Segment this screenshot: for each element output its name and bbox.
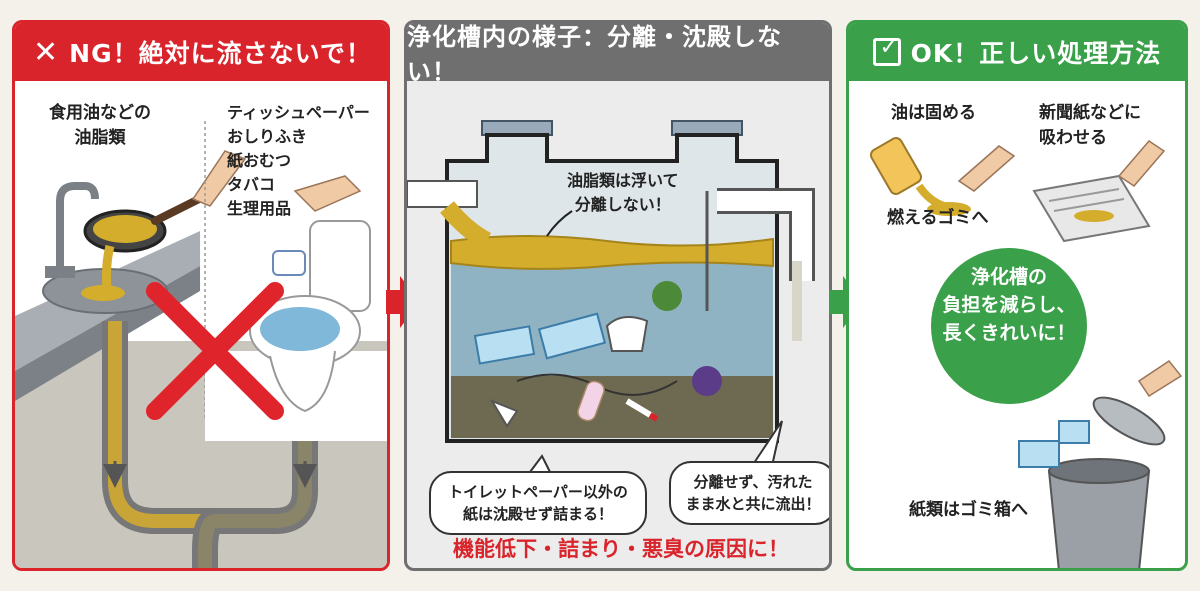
x-mark-icon: ✕	[33, 34, 60, 70]
septic-panel: 浄化槽内の様子：分離・沈殿しない！	[404, 20, 832, 571]
callout-oil-float: 油脂類は浮いて 分離しない！	[567, 171, 679, 214]
benefit-circle-text: 浄化槽の 負担を減らし、 長くきれいに！	[942, 266, 1076, 344]
ok-panel: ✓ OK！正しい処理方法 油は固める 新聞紙などに 吸わせる 燃えるゴミへ 浄化…	[846, 20, 1188, 571]
label-newspaper: 新聞紙などに 吸わせる	[1039, 103, 1141, 148]
bubble-paper-clog: トイレットペーパー以外の 紙は沈殿せず詰まる！	[429, 471, 647, 535]
label-burnable: 燃えるゴミへ	[887, 208, 989, 228]
label-paper-bin: 紙類はゴミ箱へ	[909, 500, 1028, 520]
label-paper-items: ティッシュペーパー おしりふき 紙おむつ タバコ 生理用品	[227, 103, 370, 218]
septic-header: 浄化槽内の様子：分離・沈殿しない！	[407, 23, 829, 86]
ng-panel: ✕ NG！絶対に流さないで！	[12, 20, 390, 571]
bubble-outflow: 分離せず、汚れた まま水と共に流出！	[669, 461, 829, 525]
checkbox-icon: ✓	[872, 35, 901, 66]
ng-illustration	[15, 121, 387, 568]
ok-header: ✓ OK！正しい処理方法	[849, 23, 1185, 81]
ok-title: OK！正しい処理方法	[910, 39, 1162, 68]
label-oil: 食用油などの 油脂類	[49, 103, 151, 148]
warning-text: 機能低下・詰まり・悪臭の原因に！	[453, 537, 789, 561]
ng-header: ✕ NG！絶対に流さないで！	[15, 23, 387, 81]
septic-tank-illustration	[407, 120, 815, 477]
label-solidify: 油は固める	[891, 103, 976, 123]
ng-title: NG！絶対に流さないで！	[69, 39, 372, 68]
ok-illustration	[869, 137, 1183, 568]
arrow-right-icon	[386, 276, 420, 328]
